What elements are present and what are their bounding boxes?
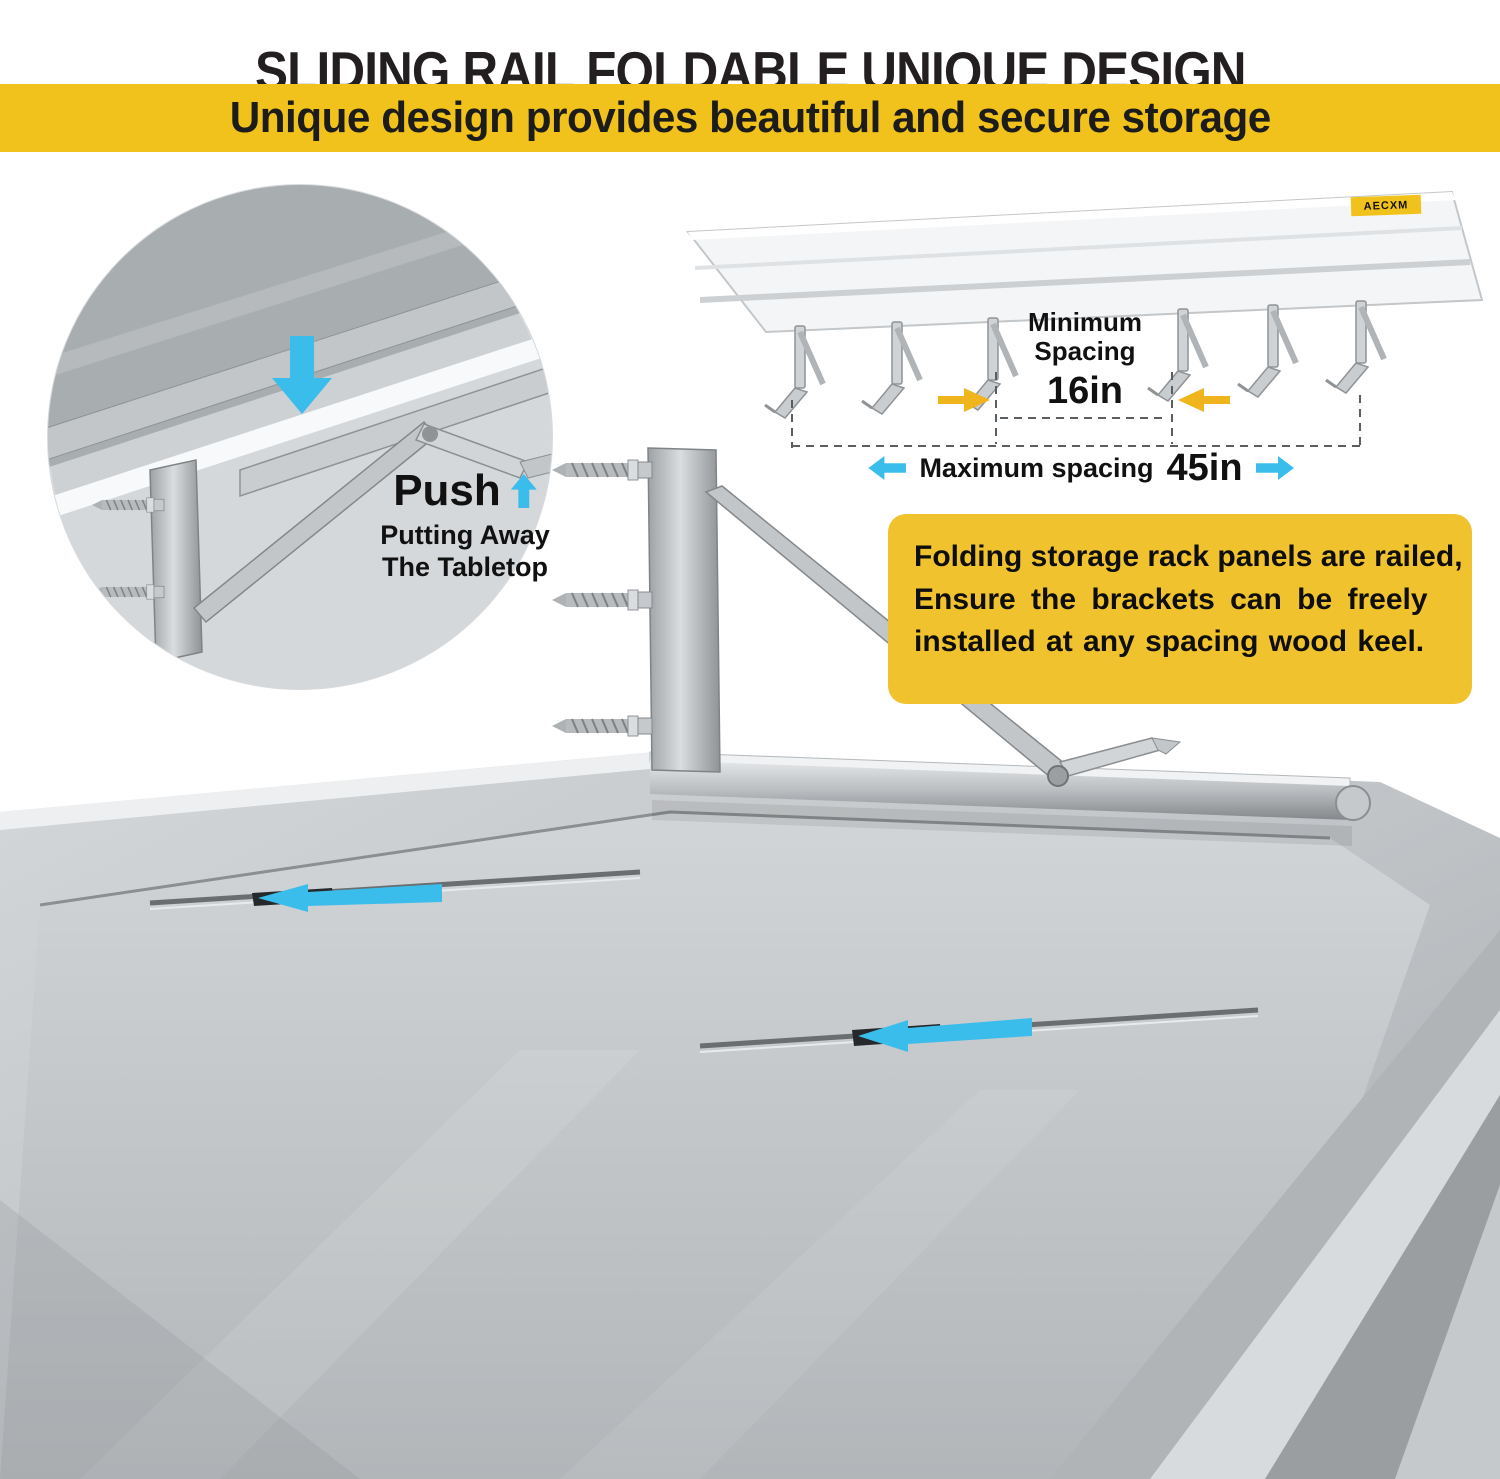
subtitle-text: Unique design provides beautiful and sec…: [229, 93, 1271, 142]
slide-arrow-icon: [258, 884, 442, 912]
brand-badge: AECXM: [1350, 194, 1422, 217]
min-spacing-callout: Minimum Spacing 16in: [1003, 307, 1167, 413]
push-label: Push: [393, 466, 501, 515]
max-spacing-left-arrow-icon: [868, 456, 907, 480]
push-caption-line2: The Tabletop: [382, 551, 548, 582]
min-spacing-arrow-left-icon: [1178, 388, 1230, 412]
info-box: Folding storage rack panels are railed, …: [888, 514, 1472, 704]
info-line3: installed at any spacing wood keel.: [914, 625, 1425, 659]
max-spacing-callout: Maximum spacing 45in: [858, 446, 1304, 489]
subtitle-banner: Unique design provides beautiful and sec…: [0, 84, 1500, 152]
folding-bracket: [551, 447, 1371, 846]
info-line2: Ensure the brackets can be freely: [914, 582, 1428, 616]
min-spacing-arrow-right-icon: [938, 388, 990, 412]
folded-panel-diagram: [686, 190, 1484, 448]
tabletop-photo: [0, 752, 1500, 1479]
max-spacing-right-arrow-icon: [1256, 456, 1294, 480]
push-caption-line1: Putting Away: [380, 520, 550, 550]
slide-arrow-icon-2: [858, 1018, 1032, 1052]
push-callout: Push Putting Away The Tabletop: [358, 466, 572, 584]
min-spacing-word2: Spacing: [1034, 336, 1136, 367]
max-spacing-value: 45in: [1166, 446, 1243, 489]
min-spacing-value: 16in: [1046, 370, 1124, 413]
push-caption: Putting Away The Tabletop: [358, 520, 572, 584]
inset-circle: [47, 184, 553, 690]
push-up-arrow-icon: [510, 474, 537, 508]
push-down-arrow-icon: [272, 336, 332, 414]
max-spacing-label: Maximum spacing: [919, 452, 1154, 483]
min-spacing-word1: Minimum: [1027, 307, 1143, 337]
info-line1: Folding storage rack panels are railed,: [914, 540, 1463, 573]
brand-label: AECXM: [1363, 198, 1409, 213]
